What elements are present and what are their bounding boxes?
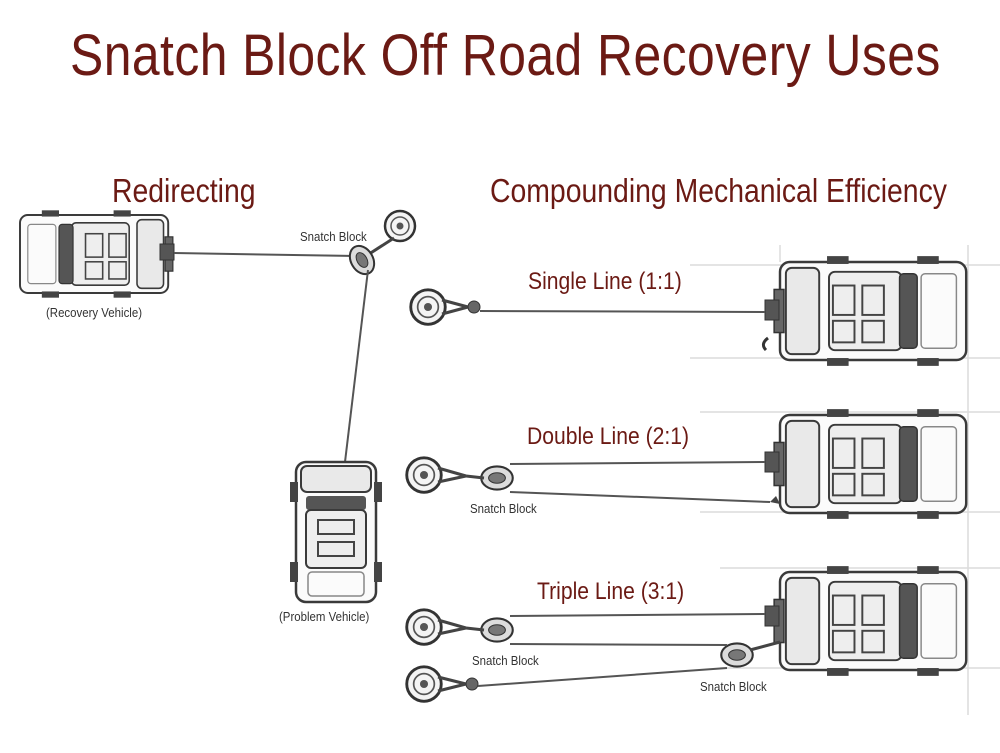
recovery-vehicle-label: (Recovery Vehicle) xyxy=(46,305,143,320)
triple-snatch-block-label-1: Snatch Block xyxy=(472,653,539,668)
page-title: Snatch Block Off Road Recovery Uses xyxy=(70,23,941,88)
triple-snatch-block-label-2: Snatch Block xyxy=(700,679,767,694)
single-line-label: Single Line (1:1) xyxy=(528,268,682,295)
triple-line-label: Triple Line (3:1) xyxy=(537,578,685,605)
double-line-label: Double Line (2:1) xyxy=(527,423,690,450)
problem-vehicle-label: (Problem Vehicle) xyxy=(279,609,370,624)
compounding-heading: Compounding Mechanical Efficiency xyxy=(490,172,947,209)
redirecting-heading: Redirecting xyxy=(112,172,256,209)
double-snatch-block-label: Snatch Block xyxy=(470,501,537,516)
redirect-snatch-block-label: Snatch Block xyxy=(300,229,367,244)
